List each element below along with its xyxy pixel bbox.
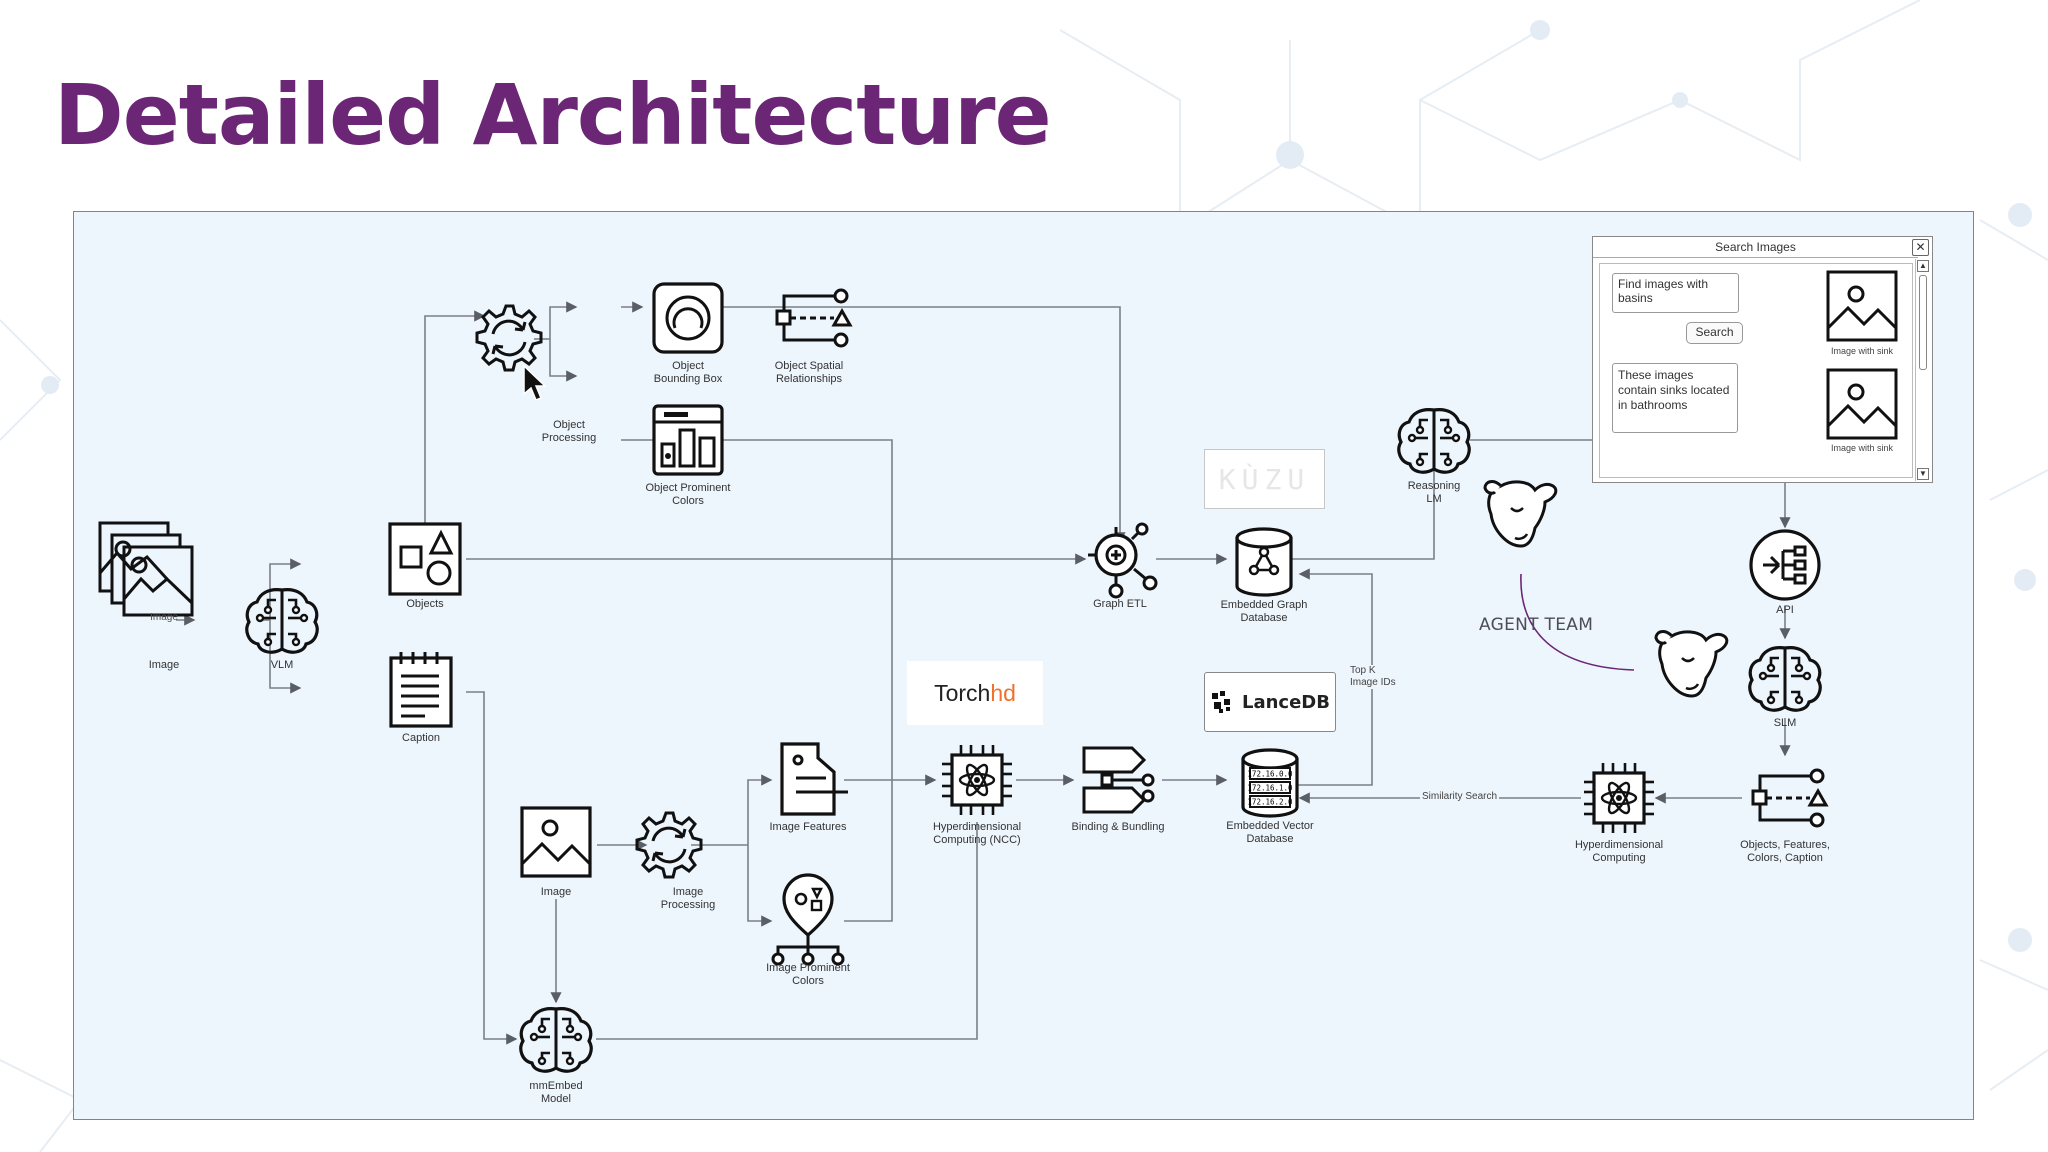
search-window-content: Find images with basins Search These ima… xyxy=(1599,263,1913,478)
vector-row-3: 172.16.2.0 xyxy=(1247,798,1293,807)
slm-brain-icon xyxy=(1748,646,1822,712)
reasoning-lm-brain-icon xyxy=(1397,408,1471,474)
objects-shapes-icon xyxy=(388,522,462,596)
object-processing-gears-icon xyxy=(475,304,543,372)
vector-row-1: 172.16.0.0 xyxy=(1247,770,1293,779)
image-stack-icon xyxy=(98,521,194,617)
torchhd-hd-text: hd xyxy=(990,679,1016,706)
result-caption-1: Image with sink xyxy=(1830,346,1894,356)
slide-title: Detailed Architecture xyxy=(54,66,1052,164)
vector-db-label: Embedded Vector Database xyxy=(1226,820,1314,845)
search-window-title: Search Images xyxy=(1593,237,1918,258)
image-colors-label: Image Prominent Colors xyxy=(766,962,850,987)
binding-label: Binding & Bundling xyxy=(1071,821,1165,833)
object-colors-label: Object Prominent Colors xyxy=(645,482,731,507)
image-processing-label: Image Processing xyxy=(660,886,716,911)
object-colors-chart-icon xyxy=(652,404,724,476)
reasoning-lm-label: Reasoning LM xyxy=(1407,480,1461,505)
scrollbar-thumb[interactable] xyxy=(1919,275,1927,370)
api-icon xyxy=(1749,529,1821,601)
graph-db-label: Embedded Graph Database xyxy=(1220,599,1308,624)
image-picture-icon xyxy=(520,806,592,878)
objects-features-label: Objects, Features, Colors, Caption xyxy=(1740,839,1830,864)
vector-database-icon: 172.16.0.0 172.16.1.0 172.16.2.0 xyxy=(1241,748,1299,818)
image-stack-inner-label: Image xyxy=(150,612,178,623)
search-answer-text: These images contain sinks located in ba… xyxy=(1612,363,1738,433)
binding-bundling-icon xyxy=(1082,746,1155,814)
slm-label: SLM xyxy=(1773,717,1797,729)
hdc-label: Hyperdimensional Computing xyxy=(1574,839,1664,864)
result-thumbnail-2-icon[interactable] xyxy=(1826,368,1898,440)
bounding-box-icon xyxy=(652,282,724,354)
object-processing-label: Object Processing xyxy=(541,419,597,444)
api-label: API xyxy=(1776,604,1794,616)
scrollbar[interactable]: ▲ ▼ xyxy=(1915,259,1931,481)
graph-etl-label: Graph ETL xyxy=(1093,598,1147,610)
result-caption-2: Image with sink xyxy=(1830,443,1894,453)
lancedb-mark-icon xyxy=(1212,691,1230,713)
hdc-chip-icon xyxy=(1582,761,1656,835)
spatial-relationships-icon xyxy=(775,288,852,348)
scroll-up-icon[interactable]: ▲ xyxy=(1917,260,1929,272)
top-k-label: Top K Image IDs xyxy=(1348,665,1404,689)
result-thumbnail-1-icon[interactable] xyxy=(1826,270,1898,342)
sheep-agent-1-icon xyxy=(1483,480,1558,548)
object-bounding-box-label: Object Bounding Box xyxy=(653,360,723,385)
scroll-down-icon[interactable]: ▼ xyxy=(1917,468,1929,480)
sheep-agent-2-icon xyxy=(1654,630,1729,698)
image-stack-label: Image xyxy=(148,659,180,671)
vlm-brain-icon xyxy=(245,588,319,654)
mmembed-label: mmEmbed Model xyxy=(529,1080,583,1105)
search-query-input[interactable]: Find images with basins xyxy=(1612,273,1739,313)
torchhd-torch-text: Torch xyxy=(934,679,991,706)
vlm-label: VLM xyxy=(270,659,294,671)
kuzu-logo: KÙZU xyxy=(1204,449,1325,509)
diagram-canvas: 172.16.0.0 172.16.1.0 172.16.2.0 xyxy=(98,282,1828,1073)
search-images-window: Search Images ✕ Find images with basins … xyxy=(1592,236,1933,483)
close-icon[interactable]: ✕ xyxy=(1912,239,1929,256)
mmembed-brain-icon xyxy=(519,1007,593,1073)
image-features-label: Image Features xyxy=(769,821,847,833)
objects-label: Objects xyxy=(406,598,444,610)
mouse-cursor-icon xyxy=(523,364,547,401)
graph-etl-icon xyxy=(1088,522,1158,599)
agent-team-connector xyxy=(1520,573,1635,671)
hdc-ncc-chip-icon xyxy=(940,743,1014,817)
lancedb-logo: LanceDB xyxy=(1204,672,1336,732)
graph-database-icon xyxy=(1235,527,1293,597)
image-features-tag-icon xyxy=(780,742,848,816)
architecture-diagram: 172.16.0.0 172.16.1.0 172.16.2.0 xyxy=(73,211,1974,1120)
hdc-ncc-label: Hyperdimensional Computing (NCC) xyxy=(932,821,1022,846)
caption-document-icon xyxy=(389,652,453,728)
objects-features-icon xyxy=(1751,768,1828,828)
image-colors-pin-icon xyxy=(771,873,845,966)
search-button[interactable]: Search xyxy=(1686,322,1743,344)
similarity-search-label: Similarity Search xyxy=(1420,791,1500,803)
vector-row-2: 172.16.1.0 xyxy=(1247,784,1293,793)
caption-label: Caption xyxy=(402,732,440,744)
agent-team-label: AGENT TEAM xyxy=(1479,615,1594,635)
lancedb-text: LanceDB xyxy=(1242,691,1330,713)
object-spatial-label: Object Spatial Relationships xyxy=(774,360,844,385)
image-label: Image xyxy=(540,886,572,898)
